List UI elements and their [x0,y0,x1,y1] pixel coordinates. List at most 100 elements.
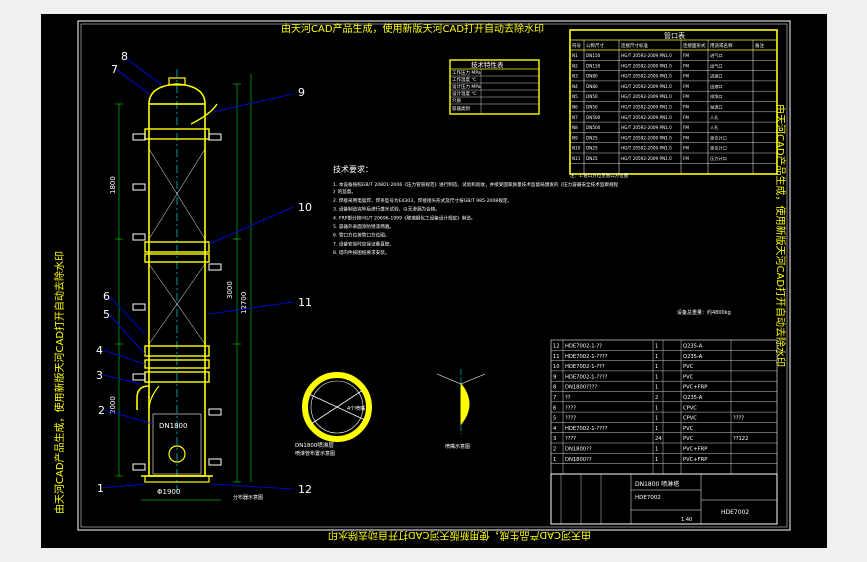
parts-cell: 2 [553,447,556,453]
nozzle-cell: 进气口 [710,52,723,59]
parts-cell: PVC [683,436,694,442]
nozzle-cell: 液位计口 [710,145,727,152]
nozzle-cell: 溢流口 [710,104,723,111]
title-scale: 1:40 [681,517,692,523]
foot-label: 分布器示意图 [233,494,263,501]
parts-cell: PVC [683,364,694,370]
nozzle-cell: 排净口 [710,93,723,100]
parts-cell: 1 [655,426,658,432]
parts-cell: 8 [553,385,556,391]
callout-5: 5 [103,308,110,321]
nozzle-cell: DN80 [586,84,598,89]
dim-mid: 3000 [226,281,234,299]
nozzle-cell: N4 [572,84,578,89]
callout-1: 1 [97,482,104,495]
nozzle-cell: DN80 [586,74,598,79]
parts-cell: ???? [565,416,576,422]
nozzle-header: 用途或名称 [710,42,733,49]
parts-cell: CPVC [683,416,697,422]
nozzle-header: 公称尺寸 [586,42,604,49]
title-block: DN1800 喷淋塔 HDE7002 1:40 HDE7002 [550,473,778,525]
nozzle-cell: N2 [572,63,578,68]
parts-cell: 1 [655,447,658,453]
parts-cell: 1 [553,457,556,463]
nozzle-cell: N11 [572,156,581,161]
parts-cell: 5 [553,416,556,422]
nozzle-cell: FM [683,125,689,130]
parts-cell: 1 [655,385,658,391]
watermark-top: 由天河CAD产品生成，使用新版天河CAD打开自动去除水印 [281,22,544,35]
spray-ring-detail: DN1800喷淋层 喷淋管布置示意图 4个喷嘴 [295,372,372,457]
tower-elevation: 12700 3000 1800 2000 Φ1900 DN1800 [109,69,252,501]
tech-table-title: 技术特性表 [471,60,504,69]
callout-2: 2 [98,404,105,417]
nozzle-cell: N3 [572,74,578,79]
parts-cell: ?? [565,395,571,401]
parts-cell: 1 [655,364,658,370]
parts-cell: 6 [553,405,556,411]
tech-req-line: 1. 本设备按照GB/T 20801-2006《压力管道规范》进行制造、试验和验… [333,181,619,188]
parts-cell: 11 [553,354,560,360]
nozzle-cell: 压力计口 [710,155,727,162]
drawing-frame [77,20,791,531]
cad-drawing-canvas: 由天河CAD产品生成，使用新版天河CAD打开自动去除水印 由天河CAD产品生成，… [41,14,827,548]
parts-cell: PVC [683,426,694,432]
nozzle-cell: N9 [572,135,578,140]
parts-cell: 1 [655,374,658,380]
callout-9: 9 [298,86,305,99]
callout-6: 6 [103,290,110,303]
callout-7: 7 [111,63,118,76]
parts-cell: HDE7002-1-???? [565,354,608,360]
parts-cell: DN1800?? [565,457,592,463]
parts-cell: PVC+FRP [683,447,707,453]
tech-req-weight: 设备总重量：约4800kg [677,309,731,316]
callout-10: 10 [298,201,312,214]
parts-cell: HDE7002-1-???? [565,374,608,380]
nozzle-cell: FM [683,156,689,161]
parts-cell: 7 [553,395,556,401]
tech-row: 设计压力 MPa [452,83,481,90]
nozzle-cell: N1 [572,53,578,58]
nozzle-note: 注：1.管口方位见管口方位图 [570,172,629,179]
callout-8: 8 [121,50,128,63]
tech-row: 介质 [452,97,461,104]
nozzle-cell: HG/T 20592-2009 PN1.0 [621,84,672,89]
watermark-right: 由天河CAD产品生成，使用新版天河CAD打开自动去除水印 [774,104,787,367]
callout-leaders [102,57,294,490]
nozzle-cell: FM [683,63,689,68]
tech-req-line: 3. 设备制造完毕后进行盛水试验，以无渗漏为合格。 [333,206,440,213]
parts-cell: 4 [553,426,557,432]
parts-cell: ???? [565,436,576,442]
nozzle-cell: 出气口 [710,62,723,69]
parts-cell: PVC+FRP [683,457,707,463]
title-drawing-no-2: HDE7002 [721,509,749,516]
dim-total-height: 12700 [240,292,248,314]
parts-cell: DN1800???? [565,385,597,391]
parts-cell: 1 [655,344,658,350]
nozzle-cell: N7 [572,115,578,120]
dim-b: 2000 [109,396,117,414]
nozzle-cell: N5 [572,94,578,99]
nozzle-cell: FM [683,115,689,120]
parts-cell: Q235-A [683,354,703,360]
parts-cell: 10 [553,364,560,370]
nozzle-cell: FM [683,74,689,79]
parts-cell: 12 [553,344,560,350]
nozzle-cell: FM [683,105,689,110]
tech-row: 容器类别 [452,105,470,112]
nozzle-cell: 出液口 [710,83,723,90]
nozzle-cell: HG/T 20592-2009 PN1.0 [621,53,672,58]
nozzle-cell: DN150 [586,53,601,58]
nozzle-cell: HG/T 20592-2009 PN1.0 [621,94,672,99]
nozzle-cell: HG/T 20592-2009 PN1.0 [621,63,672,68]
nozzle-cell: DN25 [586,156,598,161]
tech-req-line: 》的监督。 [333,188,356,195]
nozzle-cell: 人孔 [710,114,719,121]
callout-4: 4 [96,344,103,357]
parts-cell: PVC [683,374,694,380]
watermark-left: 由天河CAD产品生成，使用新版天河CAD打开自动去除水印 [53,251,66,514]
parts-cell: HDE7002-1-??? [565,364,605,370]
callout-3: 3 [96,369,103,382]
nozzle-cell: HG/T 20592-2009 PN1.0 [621,105,672,110]
